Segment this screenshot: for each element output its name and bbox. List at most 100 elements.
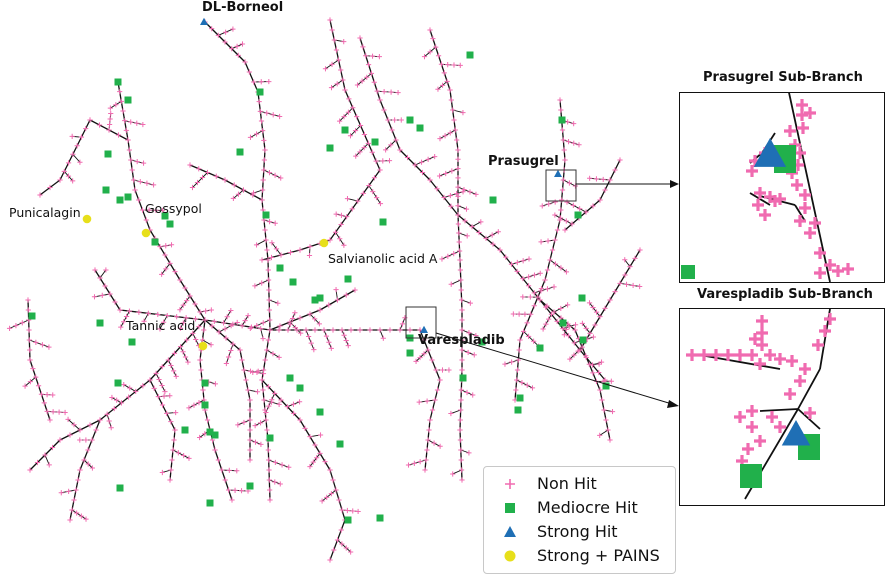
non-hit-marker [257,420,264,426]
non-hit-marker [565,138,572,145]
non-hit-marker [617,280,623,286]
non-hit-marker [111,405,117,412]
non-hit-marker [235,52,241,58]
non-hit-marker [746,165,758,177]
non-hit-marker [423,457,429,463]
non-hit-marker [436,173,443,179]
non-hit-marker [602,187,608,193]
non-hit-marker [189,184,196,191]
non-hit-marker [167,477,173,483]
non-hit-marker [25,297,31,303]
non-hit-marker [197,434,203,441]
non-hit-marker [537,270,543,276]
non-hit-marker [804,227,816,239]
non-hit-marker [171,437,177,443]
non-hit-marker [107,291,113,297]
non-hit-marker [561,147,567,153]
non-hit-marker [66,488,72,494]
non-hit-marker [256,99,262,105]
non-hit-marker [91,294,98,300]
mediocre-hit-marker [181,426,189,434]
non-hit-marker [303,327,309,333]
non-hit-marker [19,320,25,326]
non-hit-marker [242,59,248,65]
non-hit-marker [525,283,532,289]
non-hit-marker [804,407,816,419]
non-hit-marker [513,387,519,393]
tree-edge [143,313,149,322]
non-hit-marker [25,307,31,313]
non-hit-marker [357,327,363,333]
non-hit-marker [252,439,259,445]
mediocre-hit-marker [206,499,214,507]
non-hit-marker [455,175,461,181]
non-hit-marker [441,70,447,76]
non-hit-marker [330,477,336,483]
non-hit-marker [129,167,135,173]
non-hit-marker [632,255,638,261]
non-hit-marker [252,283,258,289]
non-hit-marker [199,174,206,181]
non-hit-marker [466,450,472,456]
tree-edge [457,205,467,210]
non-hit-marker [473,191,479,197]
non-hit-marker [784,125,796,137]
tree-edge [441,250,460,260]
non-hit-marker [754,358,766,370]
non-hit-marker [434,186,440,192]
non-hit-marker [170,447,176,453]
non-hit-marker [180,302,186,308]
non-hit-marker [106,418,112,424]
non-hit-marker [419,169,426,176]
tree-edge [120,310,130,328]
non-hit-marker [307,434,313,440]
non-hit-marker [177,344,184,350]
non-hit-marker [353,153,359,159]
non-hit-marker [564,199,570,205]
tree-edge [99,379,151,421]
non-hit-marker [308,340,314,346]
non-hit-marker [155,394,161,400]
non-hit-marker [599,397,605,403]
non-hit-marker [350,508,356,514]
non-hit-marker [529,385,536,391]
non-hit-marker [203,308,209,314]
non-hit-marker [266,170,273,176]
non-hit-marker [265,267,271,273]
non-hit-marker [170,368,177,374]
tree-edge [589,177,611,181]
tree-edge [357,73,372,86]
non-hit-marker [197,309,203,315]
non-hit-marker [455,165,461,172]
non-hit-marker [56,409,62,415]
non-hit-marker [466,330,472,336]
tree-edge [471,221,482,228]
non-hit-marker [430,35,436,42]
non-hit-marker [490,241,496,247]
tree-edge [192,172,208,188]
mediocre-hit-marker [116,484,124,492]
non-hit-marker [443,170,449,177]
tree-edge [337,539,351,553]
non-hit-marker [222,477,228,483]
non-hit-marker [265,257,271,263]
non-hit-marker [136,309,142,315]
non-hit-marker [71,422,77,428]
non-hit-marker [509,359,515,365]
non-hit-marker [508,261,515,267]
mediocre-hit-marker [236,148,244,156]
non-hit-marker [630,282,636,289]
triangle-icon [504,526,516,537]
non-hit-marker [276,354,282,360]
mediocre-hit-marker [341,126,349,134]
tree-edge [439,168,459,177]
non-hit-marker [722,349,734,361]
non-hit-marker [467,189,473,195]
tree-edge [339,107,354,122]
non-hit-marker [458,447,464,453]
tree-edge [253,189,263,194]
mediocre-hit-marker [602,382,610,390]
non-hit-marker [312,327,318,333]
non-hit-marker [342,87,348,93]
non-hit-marker [402,315,408,321]
